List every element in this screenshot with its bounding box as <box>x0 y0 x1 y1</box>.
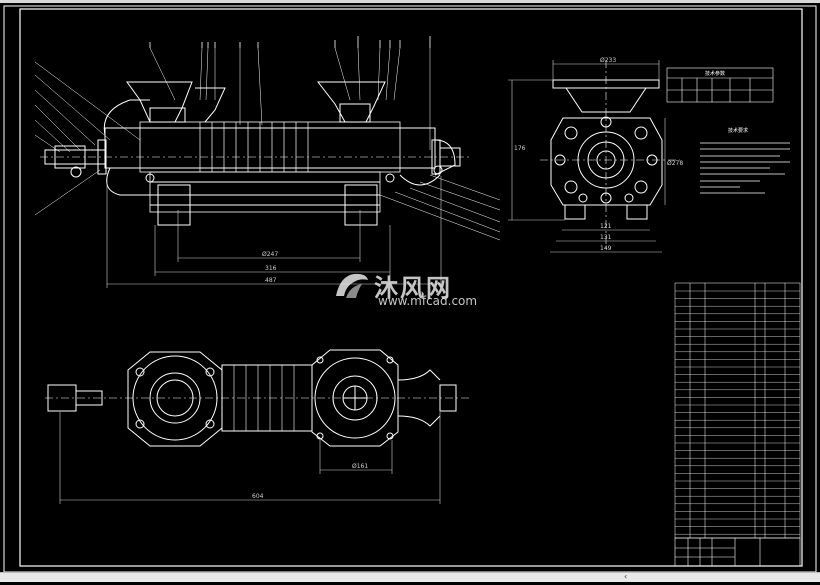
tech-notes-text <box>700 142 790 194</box>
dim-plan-phi: Ø161 <box>352 463 368 470</box>
dim-end-top: Ø233 <box>600 57 616 64</box>
parameter-table <box>666 67 774 103</box>
dim-phi247: Ø247 <box>262 251 278 258</box>
dim-end-height: 176 <box>514 145 526 152</box>
chevron-left-icon[interactable]: ‹ <box>624 572 628 581</box>
dim-plan-604: 604 <box>252 493 264 500</box>
parameter-table-title: 技术参数 <box>705 70 725 77</box>
tech-notes-title: 技术要求 <box>728 127 748 134</box>
plan-view <box>45 349 470 504</box>
dim-end-131: 131 <box>600 234 612 241</box>
side-view <box>34 36 501 288</box>
parts-list-rows <box>675 290 800 535</box>
end-view <box>508 60 680 253</box>
dim-end-height2: Ø278 <box>667 160 683 167</box>
title-block <box>674 537 801 567</box>
dim-316: 316 <box>265 265 277 272</box>
inner-frame <box>19 8 803 567</box>
dim-end-149: 149 <box>600 245 612 252</box>
dim-487: 487 <box>265 277 277 284</box>
dim-end-121: 121 <box>600 223 612 230</box>
horizontal-scrollbar[interactable] <box>0 572 820 582</box>
top-strip <box>0 0 820 3</box>
outer-frame <box>3 5 817 573</box>
